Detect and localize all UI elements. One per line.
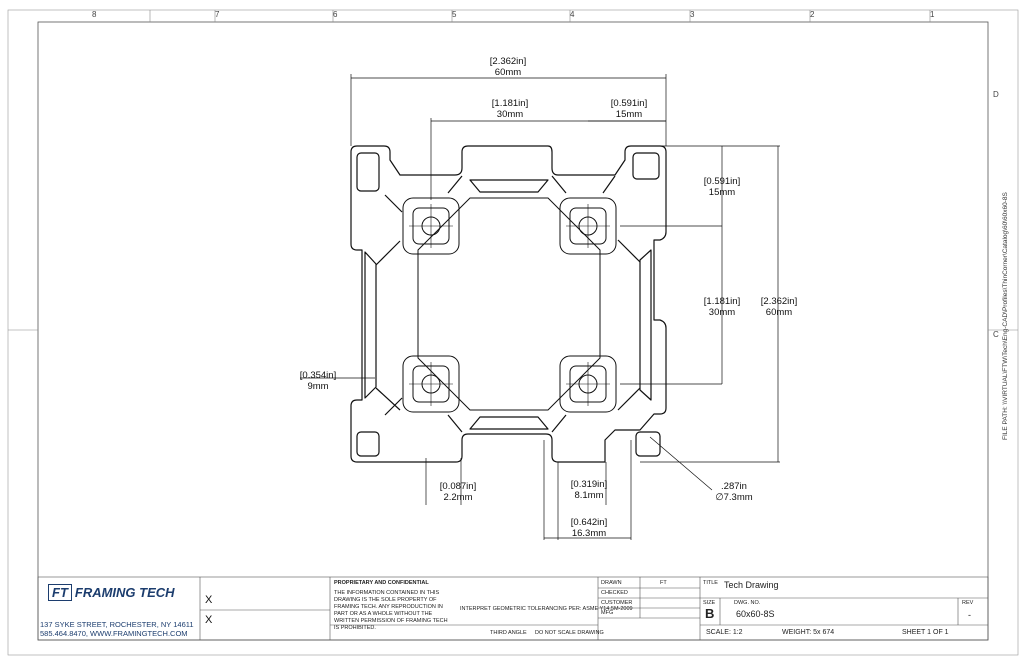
dim-half-spacing: [0.591in] 15mm: [604, 98, 654, 120]
rev-label: REV: [962, 600, 974, 606]
do-not-scale-note: DO NOT SCALE DRAWING: [535, 630, 604, 636]
sheet-text: SHEET 1 OF 1: [902, 629, 949, 636]
dim-slot-opening: [0.642in] 16.3mm: [564, 517, 614, 539]
check-mark: X: [205, 594, 213, 606]
dim-value-mm: 60mm: [765, 307, 793, 318]
dwg-no-label: DWG. NO.: [734, 600, 761, 606]
zone-label-7: 7: [215, 10, 220, 19]
title-block-frame: [37, 576, 989, 641]
weight-text: WEIGHT: 5x 674: [782, 629, 835, 636]
zone-label-3: 3: [690, 10, 695, 19]
dim-value-in: [0.642in]: [570, 517, 608, 528]
dim-value-mm: 9mm: [307, 381, 329, 392]
dim-value-mm: ∅7.3mm: [715, 492, 753, 503]
company-name: FRAMING TECH: [74, 585, 175, 600]
zone-label-c: C: [993, 330, 999, 339]
dim-value-mm: 2.2mm: [443, 492, 473, 503]
dim-slot-width: [0.319in] 8.1mm: [564, 479, 614, 501]
zone-label-1: 1: [930, 10, 935, 19]
dim-value-in: [0.354in]: [299, 370, 337, 381]
dim-value-in: [2.362in]: [489, 56, 527, 67]
dim-value-in: [0.591in]: [610, 98, 648, 109]
zone-label-d: D: [993, 90, 999, 99]
dim-left-slot: [0.354in] 9mm: [293, 370, 343, 392]
mfg-label: MFG: [601, 610, 614, 616]
proprietary-heading: PROPRIETARY AND CONFIDENTIAL: [334, 580, 429, 586]
dimension-lines: [300, 74, 780, 540]
dim-wall: [0.087in] 2.2mm: [433, 481, 483, 503]
zone-label-4: 4: [570, 10, 575, 19]
zone-label-2: 2: [810, 10, 815, 19]
logo-mark: FT: [48, 584, 72, 601]
zone-label-6: 6: [333, 10, 338, 19]
extrusion-profile: [350, 145, 667, 463]
size-value: B: [705, 606, 715, 621]
tolerance-note: INTERPRET GEOMETRIC TOLERANCING PER: ASM…: [460, 606, 633, 612]
check-mark: X: [205, 614, 213, 626]
checked-label: CHECKED: [601, 590, 628, 596]
dim-value-in: [0.591in]: [703, 176, 741, 187]
dim-value-mm: 8.1mm: [574, 490, 604, 501]
dim-right-overall: [2.362in] 60mm: [753, 296, 805, 318]
dwg-no-value: 60x60-8S: [736, 609, 775, 619]
title-label: TITLE: [703, 580, 718, 586]
company-contact: 585.464.8470, WWW.FRAMINGTECH.COM: [40, 629, 188, 638]
dim-value-mm: 15mm: [615, 109, 643, 120]
title-value: Tech Drawing: [724, 580, 779, 590]
company-address: 137 SYKE STREET, ROCHESTER, NY 14611: [40, 620, 194, 629]
outer-border: [7, 9, 1019, 656]
file-path-text: FILE PATH: \\VIRTUAL\FTW\Tech\Eng-CAD\Pr…: [1002, 192, 1009, 440]
dim-slot-spacing: [1.181in] 30mm: [485, 98, 535, 120]
rev-value: -: [968, 610, 971, 620]
dim-bore: .287in ∅7.3mm: [706, 481, 762, 503]
scale-text: SCALE: 1:2: [706, 629, 743, 636]
dim-value-mm: 15mm: [708, 187, 736, 198]
size-label: SIZE: [703, 600, 716, 606]
customer-label: CUSTOMER: [601, 600, 633, 606]
dim-value-in: [2.362in]: [760, 296, 798, 307]
zone-label-5: 5: [452, 10, 457, 19]
dim-right-mid: [1.181in] 30mm: [697, 296, 747, 318]
dim-value-in: [1.181in]: [491, 98, 529, 109]
dim-overall-width: [2.362in] 60mm: [483, 56, 533, 78]
dim-value-mm: 16.3mm: [571, 528, 607, 539]
zone-label-8: 8: [92, 10, 97, 19]
proprietary-body: THE INFORMATION CONTAINED IN THIS DRAWIN…: [334, 590, 448, 631]
dim-value-in: [1.181in]: [703, 296, 741, 307]
dim-value-mm: 30mm: [496, 109, 524, 120]
dim-value-mm: 30mm: [708, 307, 736, 318]
drawn-value: FT: [660, 580, 667, 586]
dim-value-in: .287in: [721, 481, 747, 492]
dim-value-in: [0.087in]: [439, 481, 477, 492]
dim-value-mm: 60mm: [494, 67, 522, 78]
drawn-label: DRAWN: [601, 580, 622, 586]
dim-value-in: [0.319in]: [570, 479, 608, 490]
zone-ticks: [8, 10, 1018, 331]
screw-bosses: [402, 197, 617, 413]
third-angle-label: THIRD ANGLE: [490, 630, 527, 636]
dim-right-top: [0.591in] 15mm: [697, 176, 747, 198]
